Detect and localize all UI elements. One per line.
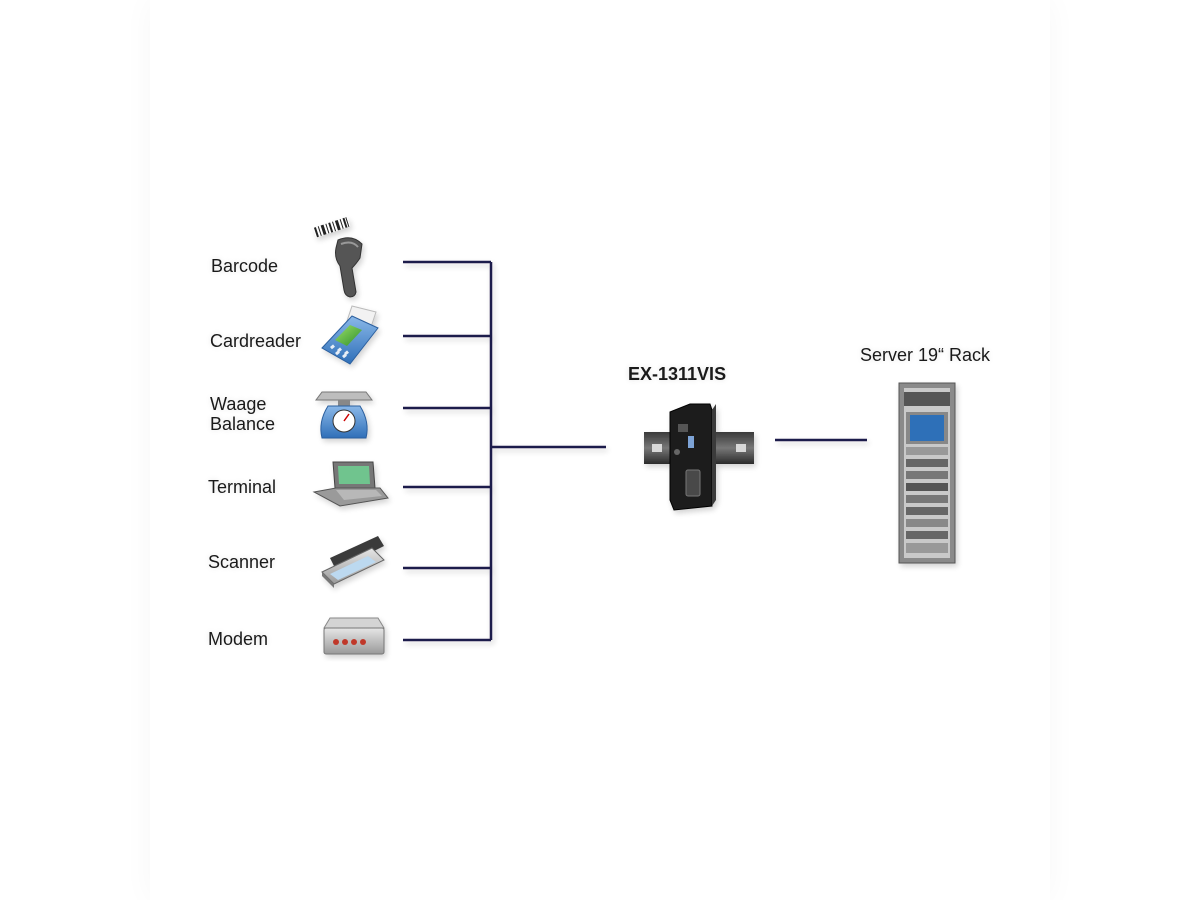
card-reader-icon xyxy=(321,305,379,365)
device-label-modem: Modem xyxy=(208,629,269,649)
server-label: Server 19“ Rack xyxy=(860,345,991,365)
scale-icon xyxy=(315,391,373,439)
terminal-icon xyxy=(312,461,389,507)
device-label-scale: Waage Balance xyxy=(210,394,276,434)
server-rack-icon xyxy=(898,382,956,564)
device-label-barcode: Barcode xyxy=(211,256,279,276)
connection-lines xyxy=(403,260,867,642)
device-label-terminal: Terminal xyxy=(208,477,277,497)
barcode-scanner-icon xyxy=(313,216,363,298)
flatbed-scanner-icon xyxy=(321,536,385,588)
device-label-scanner: Scanner xyxy=(208,552,276,572)
modem-icon xyxy=(323,617,385,655)
device-label-cardreader: Cardreader xyxy=(210,331,302,351)
din-rail-converter-icon xyxy=(644,403,754,511)
converter-label: EX-1311VIS xyxy=(628,364,727,384)
